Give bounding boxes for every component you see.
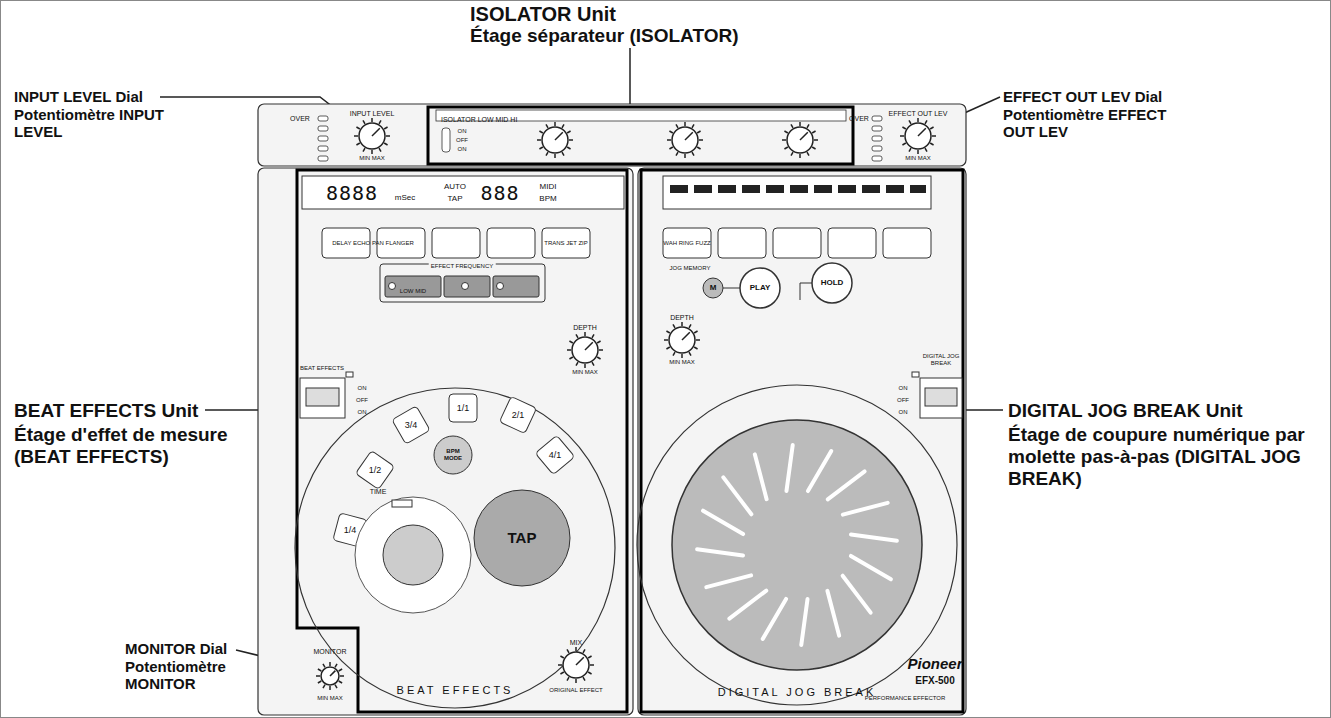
panel-marking: PLAY [750, 283, 771, 292]
panel-marking: EFFECT OUT LEV [889, 110, 948, 118]
platter-groove [851, 556, 891, 579]
panel-marking: ISOLATOR LOW MID HI [441, 116, 517, 124]
panel-marking: Pioneer [907, 655, 962, 672]
panel-marking: 8888 [326, 182, 378, 205]
platter-groove [828, 471, 865, 499]
panel-marking: ON [899, 409, 908, 416]
callout-label: DIGITAL JOG BREAK Unit [1008, 400, 1243, 422]
platter-groove [801, 599, 807, 645]
panel-marking: TAP [508, 529, 537, 546]
panel-marking: DEPTH [573, 324, 597, 332]
platter-groove [786, 445, 792, 491]
panel-marking: TIME [370, 488, 387, 496]
knob [354, 118, 390, 154]
knob [900, 118, 936, 154]
panel-marking: 3/4 [405, 420, 418, 430]
panel-marking: ORIGINAL EFFECT [549, 687, 602, 694]
platter-groove [729, 591, 766, 619]
panel-marking: 1/4 [344, 525, 357, 535]
callout-label: Potentiomètre INPUT LEVEL [14, 106, 184, 141]
panel-marking: EFX-500 [915, 675, 954, 687]
panel-marking: BEAT EFFECTS [397, 684, 514, 697]
panel-marking: MIDI [540, 182, 557, 191]
panel-marking: TAP [448, 194, 463, 203]
panel-marking: mSec [395, 193, 415, 202]
panel-marking: 4/1 [549, 450, 562, 460]
callout-label: Étage de coupure numérique par molette p… [1008, 424, 1323, 490]
panel-marking: MIN MAX [669, 359, 695, 366]
panel-marking: WAH RING FUZZ [663, 240, 710, 247]
panel-marking: BPM MODE [441, 448, 465, 462]
platter-groove [755, 454, 767, 499]
panel-marking: MIN MAX [572, 369, 598, 376]
callout-label: Potentiomètre EFFECT OUT LEV [1003, 106, 1181, 141]
callout-label: EFFECT OUT LEV Dial [1003, 88, 1162, 105]
panel-marking: DELAY ECHO PAN FLANGER [332, 240, 414, 247]
panel-marking: EFFECT FREQUENCY [429, 263, 496, 270]
panel-marking: MIN MAX [905, 155, 931, 162]
platter-groove [706, 575, 751, 587]
panel-marking: ON [899, 385, 908, 392]
panel-marking: OVER [290, 115, 310, 123]
callout-label: BEAT EFFECTS Unit [14, 400, 198, 422]
panel-marking: JOG MEMORY [670, 265, 711, 272]
callout-label: Potentiomètre MONITOR [125, 658, 255, 693]
panel-marking: DIGITAL JOG BREAK [918, 353, 964, 367]
panel-marking: DIGITAL JOG BREAK [718, 686, 877, 699]
callout-label: MONITOR Dial [125, 640, 227, 657]
knob [664, 322, 700, 358]
panel-marking: ON [458, 146, 467, 153]
panel-marking: INPUT LEVEL [350, 110, 395, 118]
panel-marking: MONITOR [314, 648, 347, 656]
panel-marking: BPM [539, 194, 556, 203]
panel-marking: AUTO [444, 182, 466, 191]
callout-label: Étage d'effet de mesure (BEAT EFFECTS) [14, 424, 249, 468]
callout-label: ISOLATOR Unit [470, 3, 616, 26]
panel-marking: OFF [897, 397, 909, 404]
panel-marking: TRANS JET ZIP [544, 240, 588, 247]
panel-marking: 2/1 [512, 410, 525, 420]
knob [667, 122, 703, 158]
knob [316, 662, 344, 690]
platter-groove [843, 503, 888, 515]
platter-groove [703, 511, 743, 534]
panel-marking: 888 [480, 182, 519, 205]
callout-label: Étage séparateur (ISOLATOR) [470, 25, 739, 47]
platter-groove [827, 591, 839, 636]
knob [558, 647, 594, 683]
panel-marking: MIX [570, 639, 582, 647]
panel-marking: OVER [849, 115, 869, 123]
panel-marking: ON [358, 409, 367, 416]
panel-marking: LOW MID [400, 288, 426, 295]
platter-groove [697, 549, 743, 555]
panel-marking: PERFORMANCE EFFECTOR [865, 695, 946, 702]
platter-groove [723, 477, 751, 514]
knob [537, 122, 573, 158]
panel-marking: M [710, 283, 717, 292]
panel-marking: MIN MAX [317, 695, 343, 702]
knob [782, 122, 818, 158]
panel-marking: OFF [356, 397, 368, 404]
panel-marking: 1/1 [457, 403, 470, 413]
callout-label: INPUT LEVEL Dial [14, 88, 143, 105]
panel-marking: OFF [456, 137, 468, 144]
panel-marking: HOLD [821, 278, 844, 287]
panel-marking: ON [458, 128, 467, 135]
platter-groove [851, 534, 897, 540]
panel-marking: DEPTH [670, 314, 694, 322]
knob [567, 332, 603, 368]
panel-marking: MIN MAX [359, 155, 385, 162]
panel-marking: BEAT EFFECTS [300, 365, 344, 372]
platter-groove [808, 451, 831, 491]
panel-marking: 1/2 [369, 465, 382, 475]
platter-groove [763, 599, 786, 639]
platter-groove [843, 576, 871, 613]
panel-marking: ON [358, 385, 367, 392]
